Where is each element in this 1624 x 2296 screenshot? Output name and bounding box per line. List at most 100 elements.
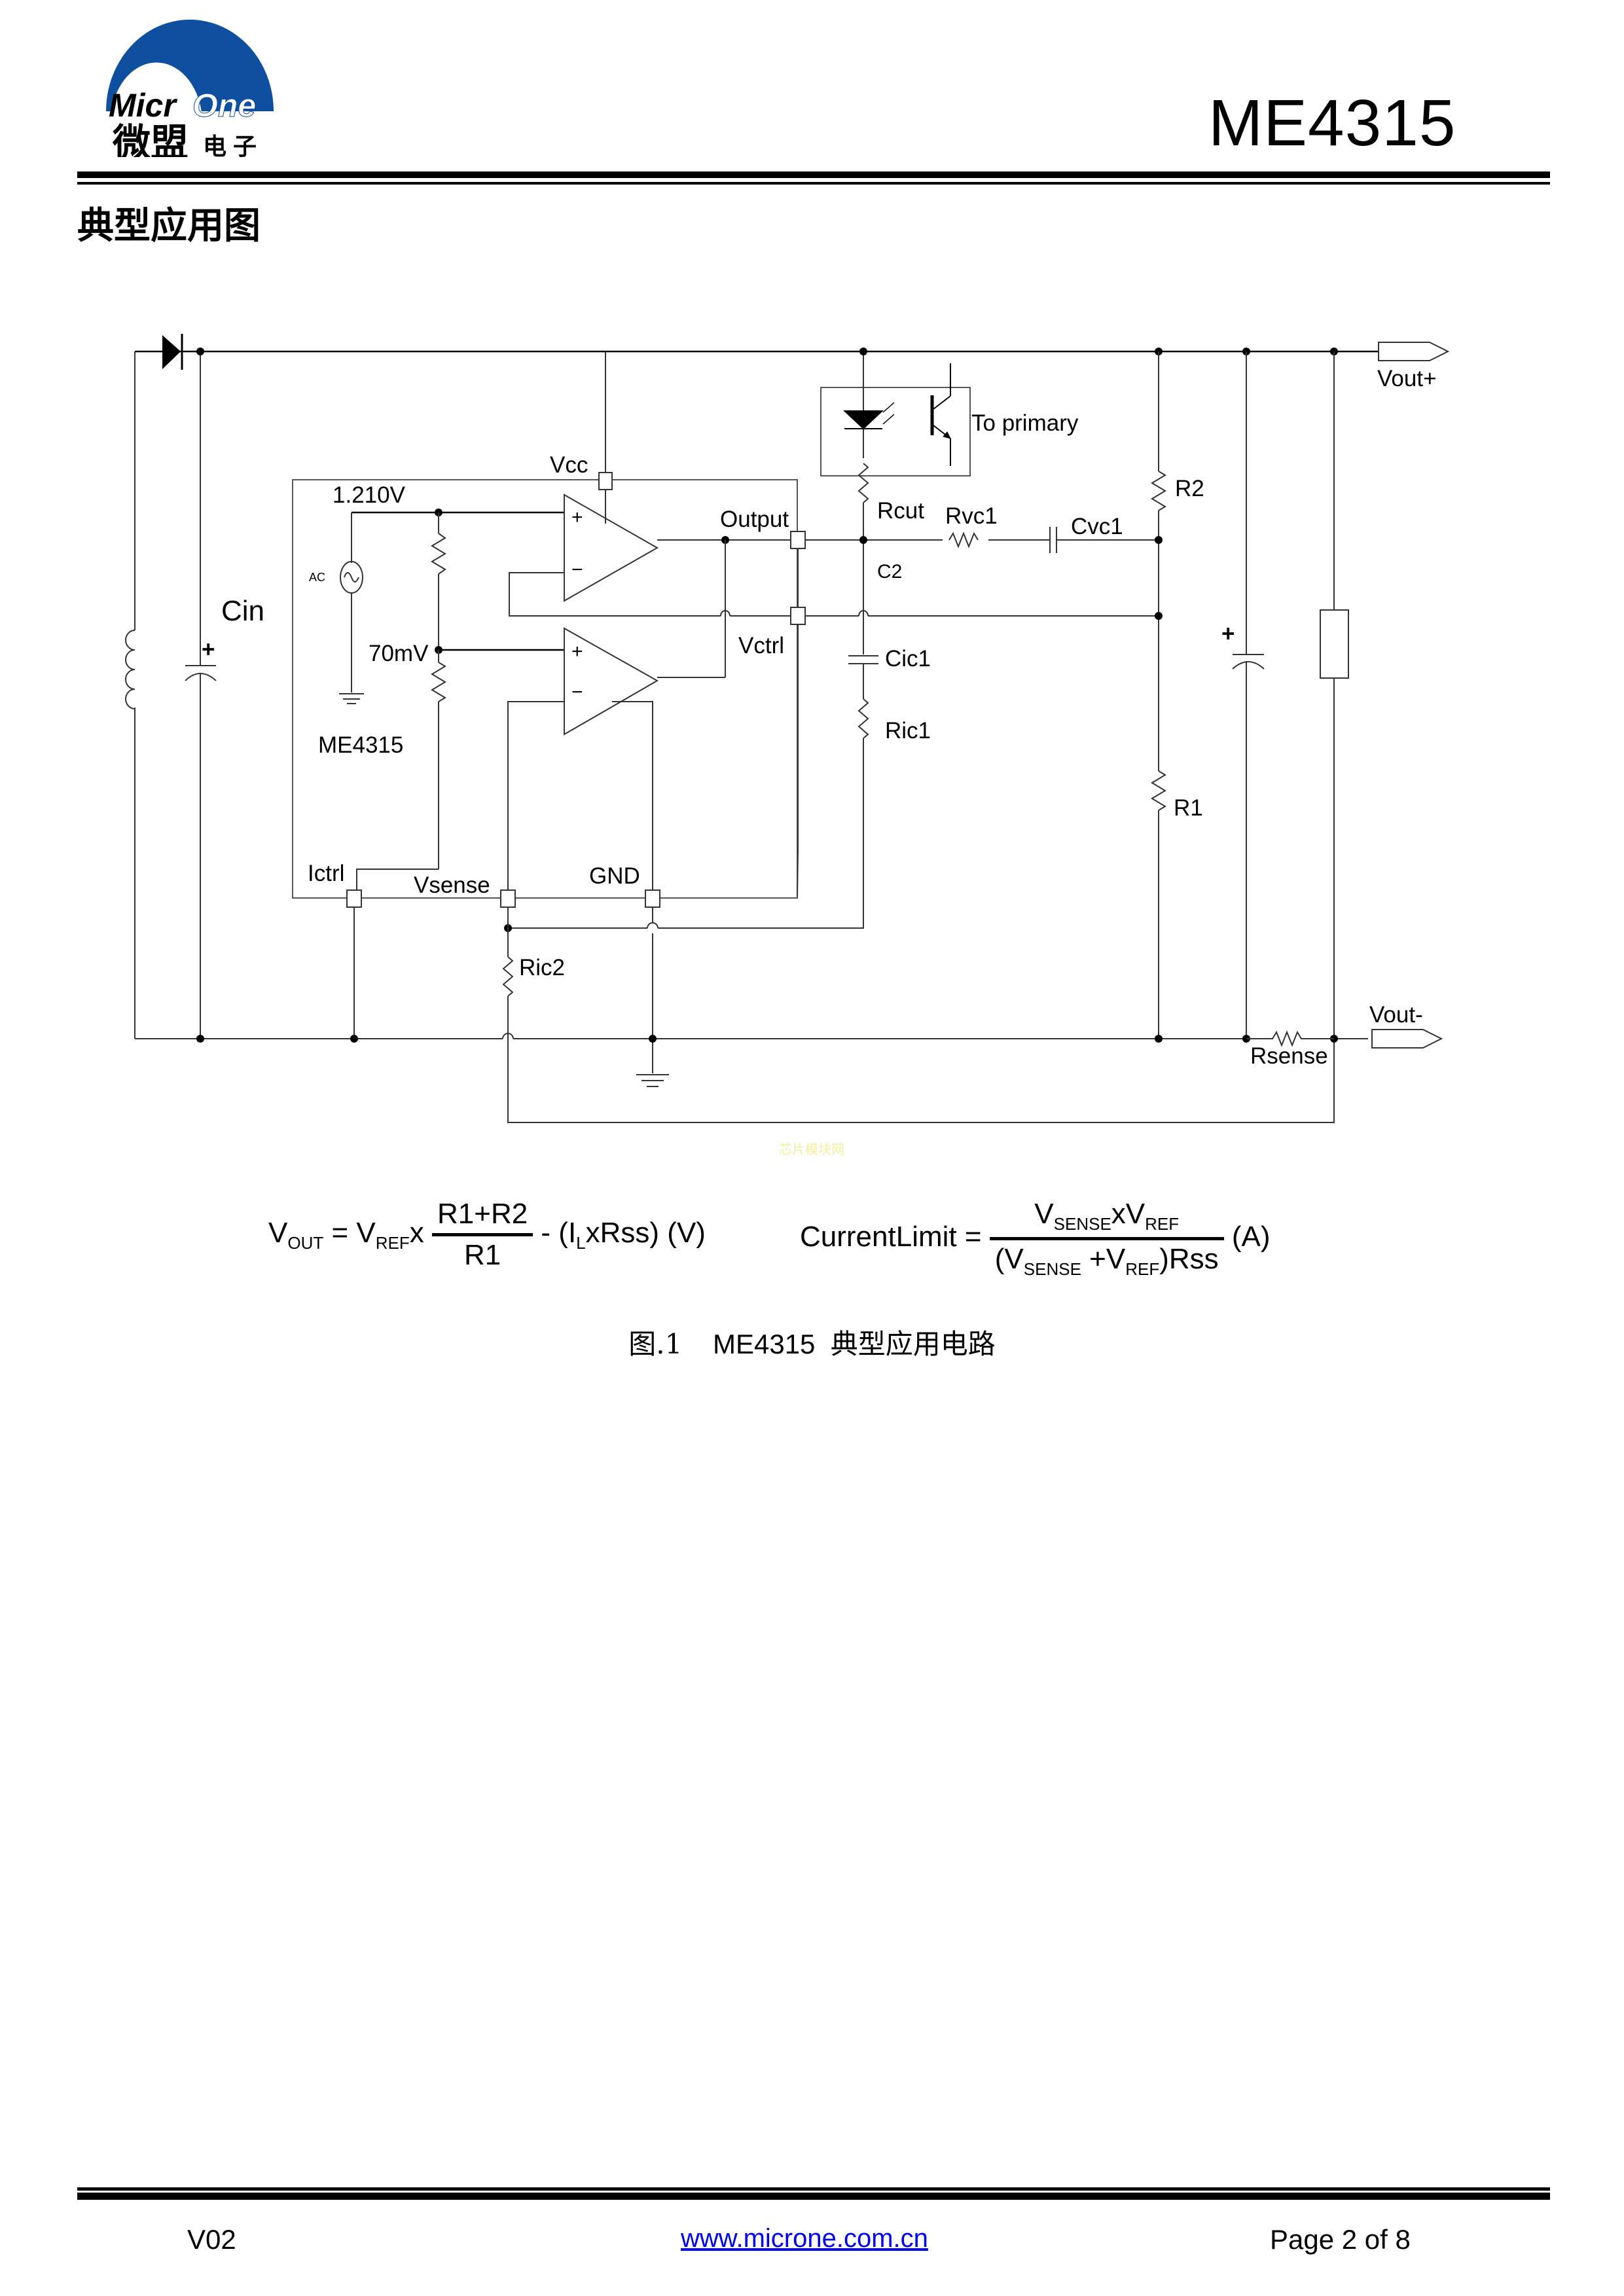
ic-name-label: ME4315 [318, 732, 403, 758]
junction-dot [1155, 612, 1163, 620]
ground-symbol-icon [636, 1074, 669, 1087]
junction-dot [859, 348, 867, 355]
footer-rule-thick [77, 2193, 1550, 2200]
divider-resistor-top-icon [431, 533, 446, 575]
led-icon [843, 402, 895, 429]
opamp-voltage-icon [564, 493, 659, 602]
wire-ic-right [797, 624, 799, 899]
figure-caption: 图.1 ME4315 典型应用电路 [0, 1322, 1624, 1362]
rectifier-diode-icon [162, 334, 183, 370]
ground-symbol-icon [339, 693, 364, 704]
section-heading: 典型应用图 [77, 204, 261, 247]
pin-vctrl [790, 607, 806, 625]
cl-den-close: )Rss [1159, 1243, 1219, 1275]
cout-plus-sign: + [1221, 621, 1235, 647]
cvc1-gap [1049, 527, 1057, 553]
wire-opamp2-to-gnd [612, 701, 653, 890]
current-limit-denominator: (VSENSE +VREF)Rss [990, 1240, 1224, 1280]
optocoupler-outline [820, 387, 971, 476]
opamp2-minus: − [571, 681, 583, 703]
typical-application-schematic: + Cin ME4315 Vcc 1.210V AC 70mV + − [125, 334, 1450, 1123]
vout-formula-eq: = [323, 1217, 357, 1249]
ictrl-label: Ictrl [308, 861, 344, 886]
cl-den-open: (V [994, 1243, 1024, 1275]
vout-formula-numerator: R1+R2 [432, 1198, 533, 1236]
vout-formula-times: x [409, 1217, 424, 1249]
logo-text-micr: Micr [109, 87, 177, 124]
document-title: ME4315 [1208, 86, 1456, 160]
opamp1-plus: + [571, 507, 583, 528]
footer-rule-thin [77, 2187, 1550, 2191]
wire-opamp2-to-vsense [507, 701, 564, 890]
cvc1-label: Cvc1 [1071, 514, 1123, 539]
vout-positive-connector-icon [1378, 342, 1450, 361]
junction-dot [649, 1035, 657, 1043]
transformer-winding-icon [125, 630, 135, 709]
cl-den-v1-sub: SENSE [1023, 1259, 1081, 1279]
wire-opamp1-feedback [509, 572, 721, 617]
vout-formula-vref-sub: REF [375, 1233, 410, 1253]
cl-num-v1: V [1034, 1198, 1054, 1230]
header-rule-thin [77, 182, 1550, 185]
cl-num-x: x [1111, 1198, 1126, 1230]
junction-dot [1155, 536, 1163, 544]
output-label: Output [720, 507, 789, 532]
vout-formula-tail-prefix: - (I [533, 1217, 577, 1249]
vout-formula-denominator: R1 [463, 1239, 501, 1271]
wire-sense-loop [507, 996, 1335, 1123]
caption-text: 典型应用电路 [830, 1328, 996, 1360]
logo-text-cn-sub: 电 子 [203, 133, 257, 157]
resistor-rvc1-icon [948, 531, 979, 548]
header-rule-thick [77, 171, 1550, 178]
cl-den-v2-sub: REF [1125, 1259, 1160, 1279]
rsense-label: Rsense [1250, 1043, 1328, 1069]
junction-dot [350, 1035, 358, 1043]
resistor-r1-icon [1151, 770, 1166, 811]
vsense-label: Vsense [414, 872, 490, 898]
footer-page-number: Page 2 of 8 [1270, 2224, 1411, 2255]
reference-voltage-label: 1.210V [333, 482, 406, 508]
current-limit-unit: (A) [1223, 1221, 1271, 1253]
vout-formula-lhs-sub: OUT [287, 1233, 324, 1253]
ric2-label: Ric2 [519, 955, 565, 980]
cin-label: Cin [221, 595, 264, 627]
cin-plus-sign: + [202, 637, 215, 662]
r1-label: R1 [1174, 795, 1203, 821]
ac-source-icon [340, 561, 363, 594]
current-limit-eq: = [956, 1221, 990, 1253]
sense-voltage-label: 70mV [369, 641, 429, 666]
cl-den-plus: +V [1081, 1243, 1126, 1275]
junction-dot [196, 1035, 204, 1043]
current-limit-fraction: VSENSExVREF (VSENSE +VREF)Rss [989, 1198, 1224, 1280]
opamp2-plus: + [571, 641, 583, 662]
vout-formula-tail-suffix: xRss) (V) [585, 1217, 706, 1249]
gnd-label: GND [589, 863, 640, 889]
vout-negative-connector-icon [1371, 1029, 1443, 1049]
resistor-rsense-icon [1246, 1030, 1334, 1047]
resistor-rcut-icon [857, 463, 869, 503]
ic-me4315-outline [292, 479, 798, 899]
pin-ictrl [346, 889, 362, 908]
opamp1-minus: − [571, 559, 583, 581]
pin-vcc [598, 472, 613, 490]
current-limit-numerator: VSENSExVREF [989, 1198, 1224, 1240]
junction-dot [859, 536, 867, 544]
cic1-gap [851, 655, 877, 665]
footer-website-link[interactable]: www.microne.com.cn [681, 2224, 928, 2253]
load-resistor-icon [1320, 609, 1349, 679]
resistor-ric2-icon [502, 956, 514, 997]
cl-num-v2-sub: REF [1145, 1214, 1180, 1234]
vctrl-label: Vctrl [738, 633, 784, 658]
phototransistor-icon [930, 363, 951, 466]
junction-dot [196, 348, 204, 355]
caption-figure-number: 图.1 [628, 1328, 683, 1360]
r2-label: R2 [1175, 476, 1204, 501]
vout-negative-label: Vout- [1369, 1002, 1423, 1028]
junction-dot [1155, 1035, 1163, 1043]
rvc1-label: Rvc1 [945, 503, 998, 529]
resistor-ric1-icon [857, 698, 869, 739]
opamp-current-icon [564, 627, 659, 736]
wire-ric1-return [658, 738, 864, 929]
vcc-label: Vcc [550, 452, 588, 478]
